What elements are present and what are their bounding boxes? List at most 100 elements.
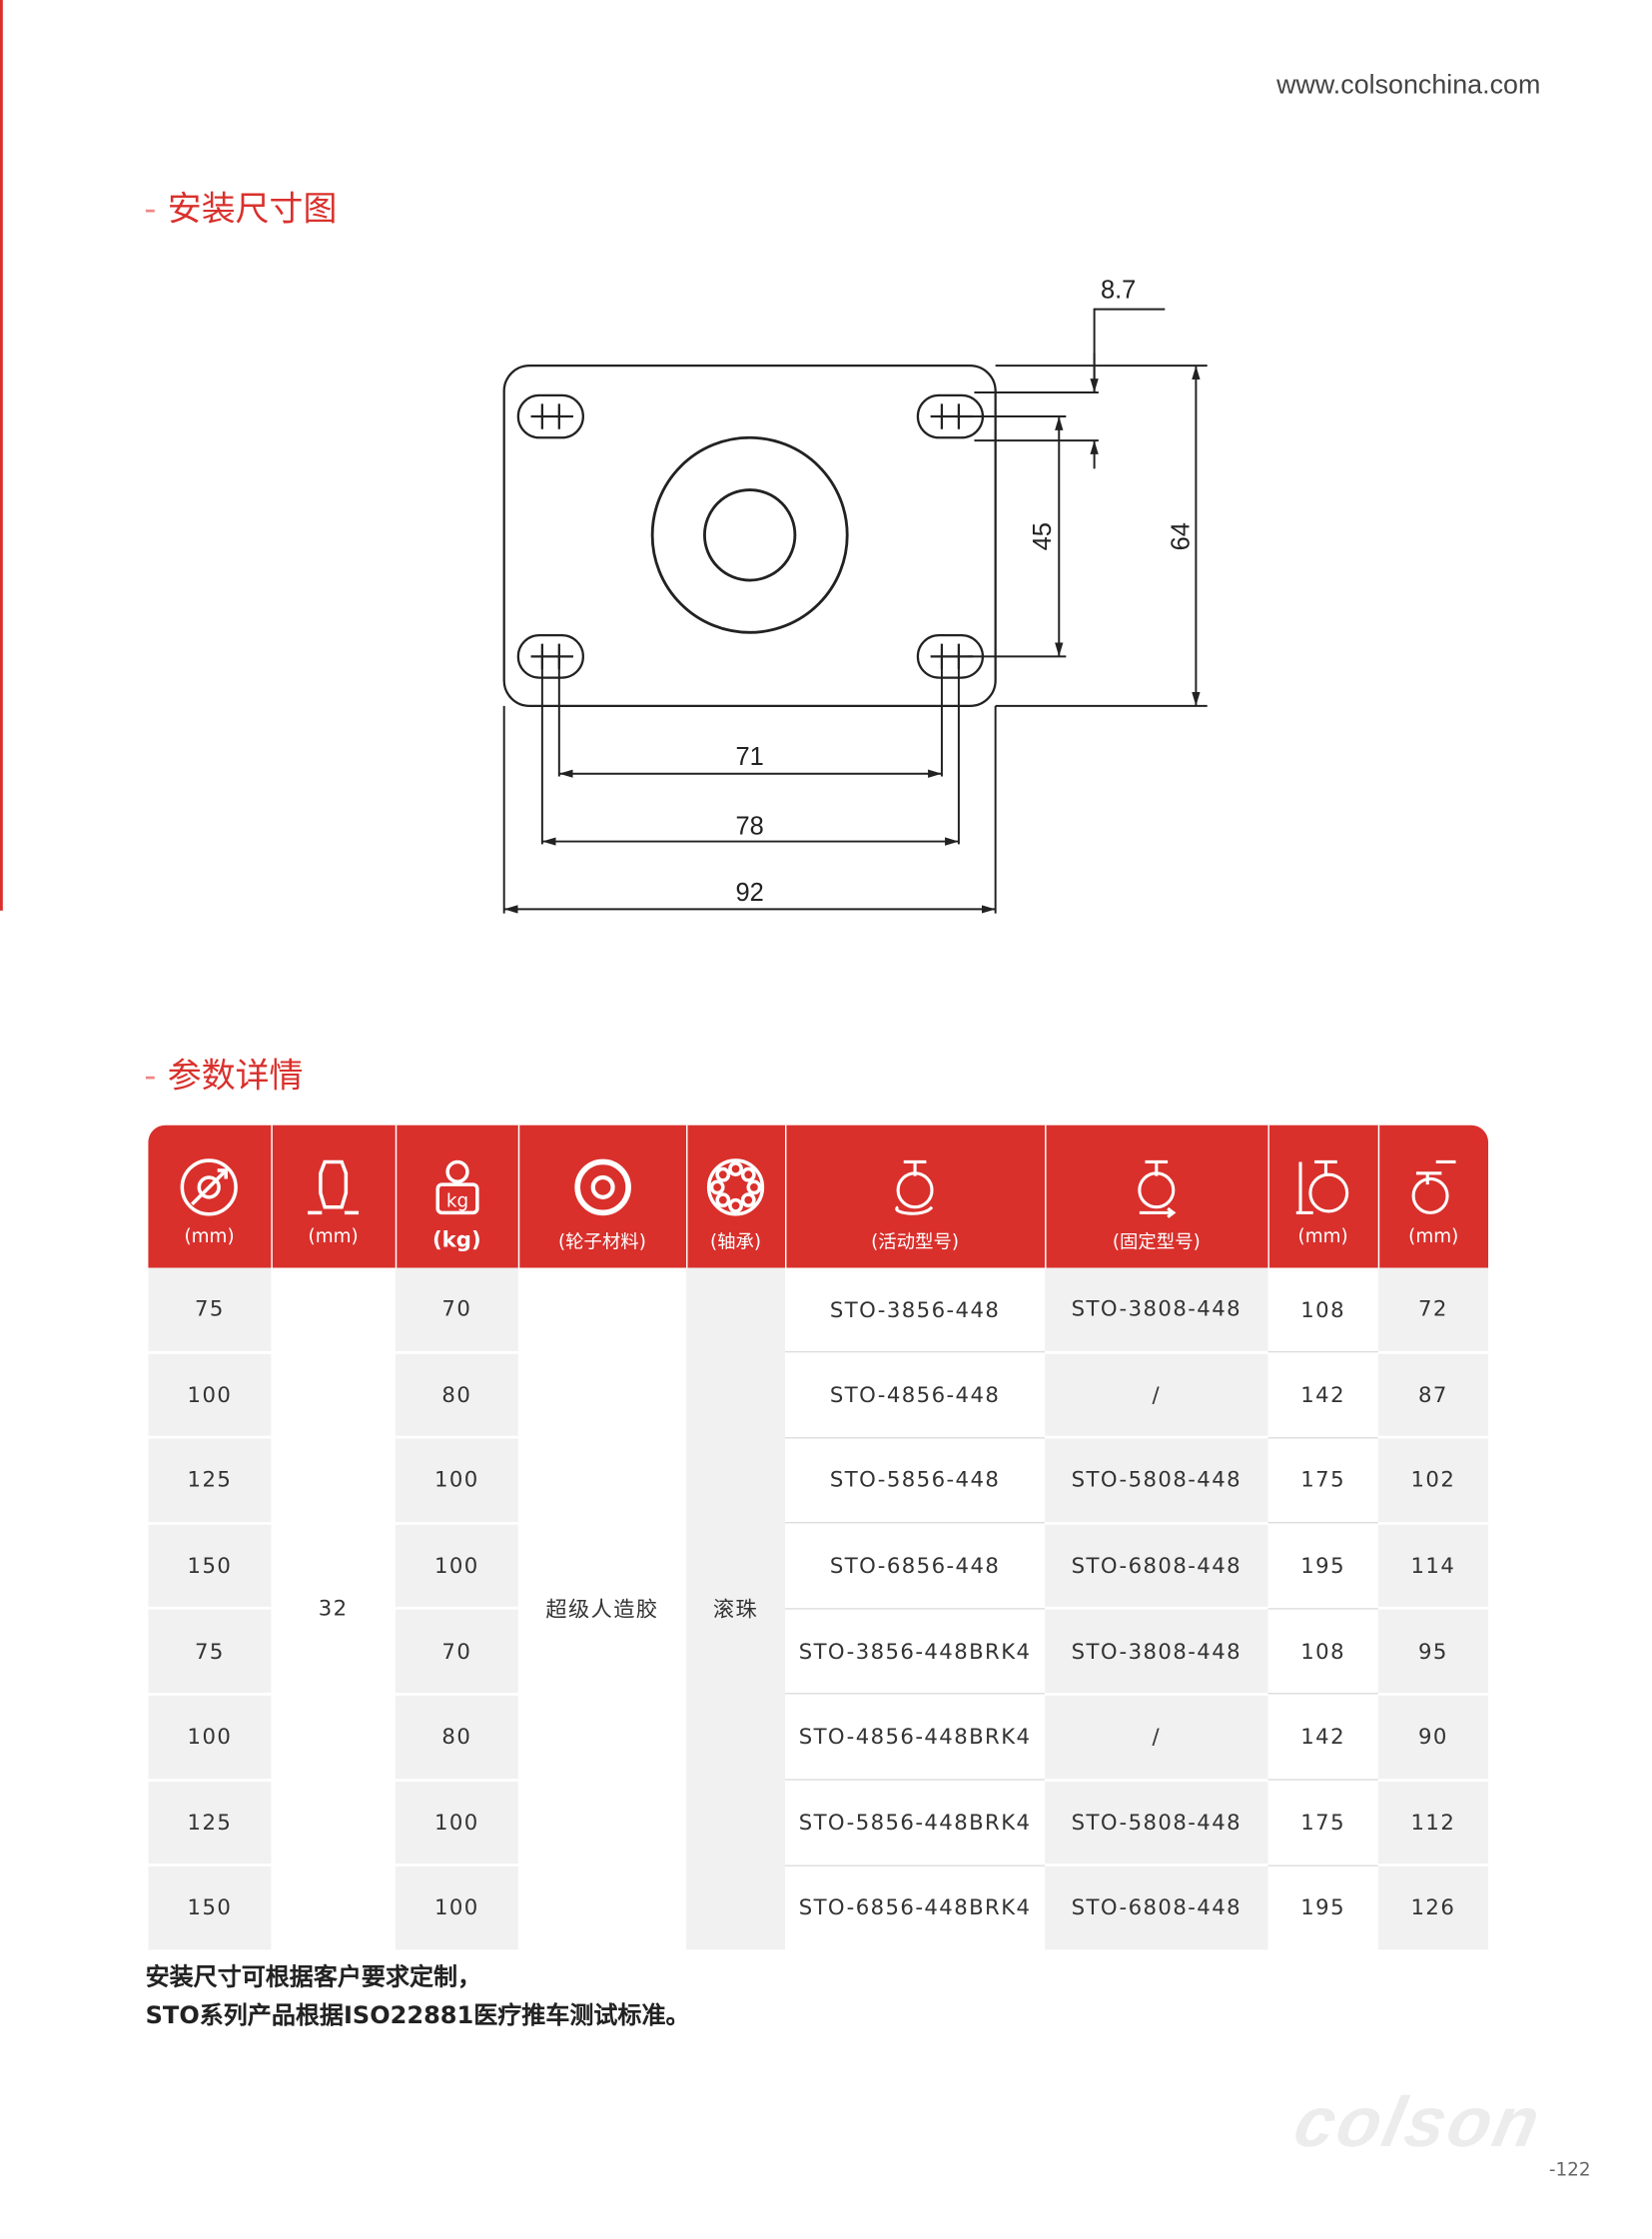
cell-height: 195 bbox=[1300, 1894, 1345, 1920]
header-unit: (mm) bbox=[308, 1226, 359, 1248]
wheel-diameter-icon bbox=[180, 1158, 239, 1216]
cell-load: 70 bbox=[395, 1267, 518, 1354]
dim-78: 78 bbox=[736, 812, 764, 840]
header-height: (mm) bbox=[1266, 1124, 1378, 1268]
kingpin-inner-circle bbox=[703, 488, 797, 582]
dim-92: 92 bbox=[736, 879, 764, 907]
cell-offset: 87 bbox=[1377, 1351, 1489, 1439]
cell-height: 195 bbox=[1267, 1523, 1378, 1610]
header-diameter: (mm) bbox=[148, 1124, 272, 1268]
section-dash: - bbox=[144, 189, 157, 230]
header-unit: (kg) bbox=[431, 1226, 481, 1252]
cell-load: 70 bbox=[395, 1608, 518, 1696]
section-dash: - bbox=[144, 1056, 157, 1097]
cell-load: 80 bbox=[395, 1694, 518, 1782]
cell-rigid-model: STO-3808-448 bbox=[1045, 1267, 1268, 1354]
cell-offset: 102 bbox=[1377, 1437, 1489, 1525]
cell-rigid-model: STO-5808-448 bbox=[1045, 1780, 1268, 1867]
page-number: -122 bbox=[1548, 2159, 1591, 2182]
load-weight-icon: kg bbox=[434, 1159, 478, 1215]
cell-rigid-model: / bbox=[1045, 1351, 1268, 1439]
cell-rigid-model: STO-6808-448 bbox=[1045, 1865, 1268, 1949]
wheel-width-icon bbox=[308, 1159, 360, 1215]
cell-rigid-model: / bbox=[1045, 1694, 1268, 1782]
left-accent-bar bbox=[0, 0, 3, 911]
colson-logo: colson bbox=[1287, 2082, 1549, 2162]
cell-bearing: 滚珠 bbox=[686, 1267, 786, 1949]
section-title-parameters: -参数详情 bbox=[144, 1048, 303, 1097]
cell-load: 100 bbox=[395, 1523, 518, 1611]
cell-load: 100 bbox=[395, 1780, 518, 1867]
wheel-material-icon bbox=[573, 1158, 631, 1216]
cell-swivel-model: STO-3856-448 bbox=[785, 1267, 1046, 1353]
header-width: (mm) bbox=[270, 1124, 396, 1268]
cell-swivel-model: STO-5856-448BRK4 bbox=[785, 1780, 1046, 1866]
section-title-text: 安装尺寸图 bbox=[167, 189, 338, 230]
cell-diameter: 75 bbox=[148, 1267, 272, 1354]
cell-load: 80 bbox=[395, 1351, 518, 1439]
header-rigid-model: (固定型号) bbox=[1044, 1124, 1268, 1268]
cell-offset: 126 bbox=[1377, 1865, 1489, 1949]
header-offset: (mm) bbox=[1377, 1124, 1489, 1268]
dim-71: 71 bbox=[736, 743, 764, 771]
header-unit: (mm) bbox=[1297, 1226, 1348, 1248]
cell-rigid-model: STO-6808-448 bbox=[1045, 1523, 1268, 1611]
cell-diameter: 100 bbox=[148, 1694, 272, 1782]
cell-width: 32 bbox=[318, 1596, 349, 1622]
cell-swivel-model: STO-4856-448BRK4 bbox=[785, 1694, 1046, 1781]
cell-load: 100 bbox=[395, 1437, 518, 1525]
header-unit: (活动型号) bbox=[871, 1232, 960, 1254]
dim-45: 45 bbox=[1029, 522, 1057, 550]
cell-load: 100 bbox=[395, 1865, 518, 1949]
header-swivel-model: (活动型号) bbox=[784, 1124, 1046, 1268]
cell-diameter: 75 bbox=[148, 1608, 272, 1696]
cell-swivel-model: STO-6856-448BRK4 bbox=[798, 1894, 1032, 1920]
header-load: kg (kg) bbox=[395, 1124, 518, 1268]
header-material: (轮子材料) bbox=[517, 1124, 687, 1268]
header-unit: (固定型号) bbox=[1112, 1232, 1201, 1254]
cell-material: 超级人造胶 bbox=[545, 1596, 659, 1623]
rigid-caster-icon bbox=[1138, 1159, 1177, 1218]
cell-height: 108 bbox=[1267, 1608, 1378, 1696]
header-unit: (轮子材料) bbox=[558, 1232, 646, 1254]
header-unit: (mm) bbox=[184, 1226, 235, 1248]
website-url[interactable]: www.colsonchina.com bbox=[1276, 70, 1541, 101]
cell-diameter: 150 bbox=[148, 1523, 272, 1611]
parameter-table: (mm) (mm) kg (kg) (轮子材料) (轴承) (活动型号) (固定型… bbox=[148, 1124, 1489, 1949]
cell-height: 175 bbox=[1267, 1780, 1378, 1866]
swivel-offset-icon bbox=[1411, 1159, 1456, 1214]
cell-diameter: 150 bbox=[148, 1865, 272, 1949]
cell-height: 142 bbox=[1267, 1351, 1378, 1439]
dim-64: 64 bbox=[1167, 522, 1195, 550]
cell-offset: 72 bbox=[1377, 1267, 1489, 1354]
cell-swivel-model: STO-3856-448BRK4 bbox=[785, 1608, 1046, 1696]
cell-height: 108 bbox=[1267, 1267, 1378, 1353]
swivel-caster-icon bbox=[895, 1159, 934, 1215]
dimension-lines bbox=[502, 308, 1208, 914]
cell-swivel-model: STO-5856-448 bbox=[785, 1437, 1046, 1524]
svg-text:kg: kg bbox=[445, 1191, 467, 1212]
cell-offset: 95 bbox=[1377, 1608, 1489, 1696]
cell-diameter: 100 bbox=[148, 1351, 272, 1439]
cell-rigid-model: STO-5808-448 bbox=[1045, 1437, 1268, 1525]
bearing-icon bbox=[706, 1158, 765, 1216]
cell-offset: 112 bbox=[1377, 1780, 1489, 1867]
header-bearing: (轴承) bbox=[685, 1124, 786, 1268]
caster-height-icon bbox=[1295, 1159, 1349, 1214]
cell-swivel-model: STO-4856-448 bbox=[785, 1351, 1046, 1439]
dim-8-7: 8.7 bbox=[1101, 276, 1136, 304]
kingpin-outer-circle bbox=[650, 435, 849, 634]
note-line-1: 安装尺寸可根据客户要求定制， bbox=[145, 1963, 482, 1992]
header-unit: (轴承) bbox=[709, 1232, 762, 1254]
header-unit: (mm) bbox=[1408, 1226, 1459, 1248]
cell-swivel-model: STO-6856-448 bbox=[785, 1523, 1046, 1610]
cell-diameter: 125 bbox=[148, 1780, 272, 1867]
